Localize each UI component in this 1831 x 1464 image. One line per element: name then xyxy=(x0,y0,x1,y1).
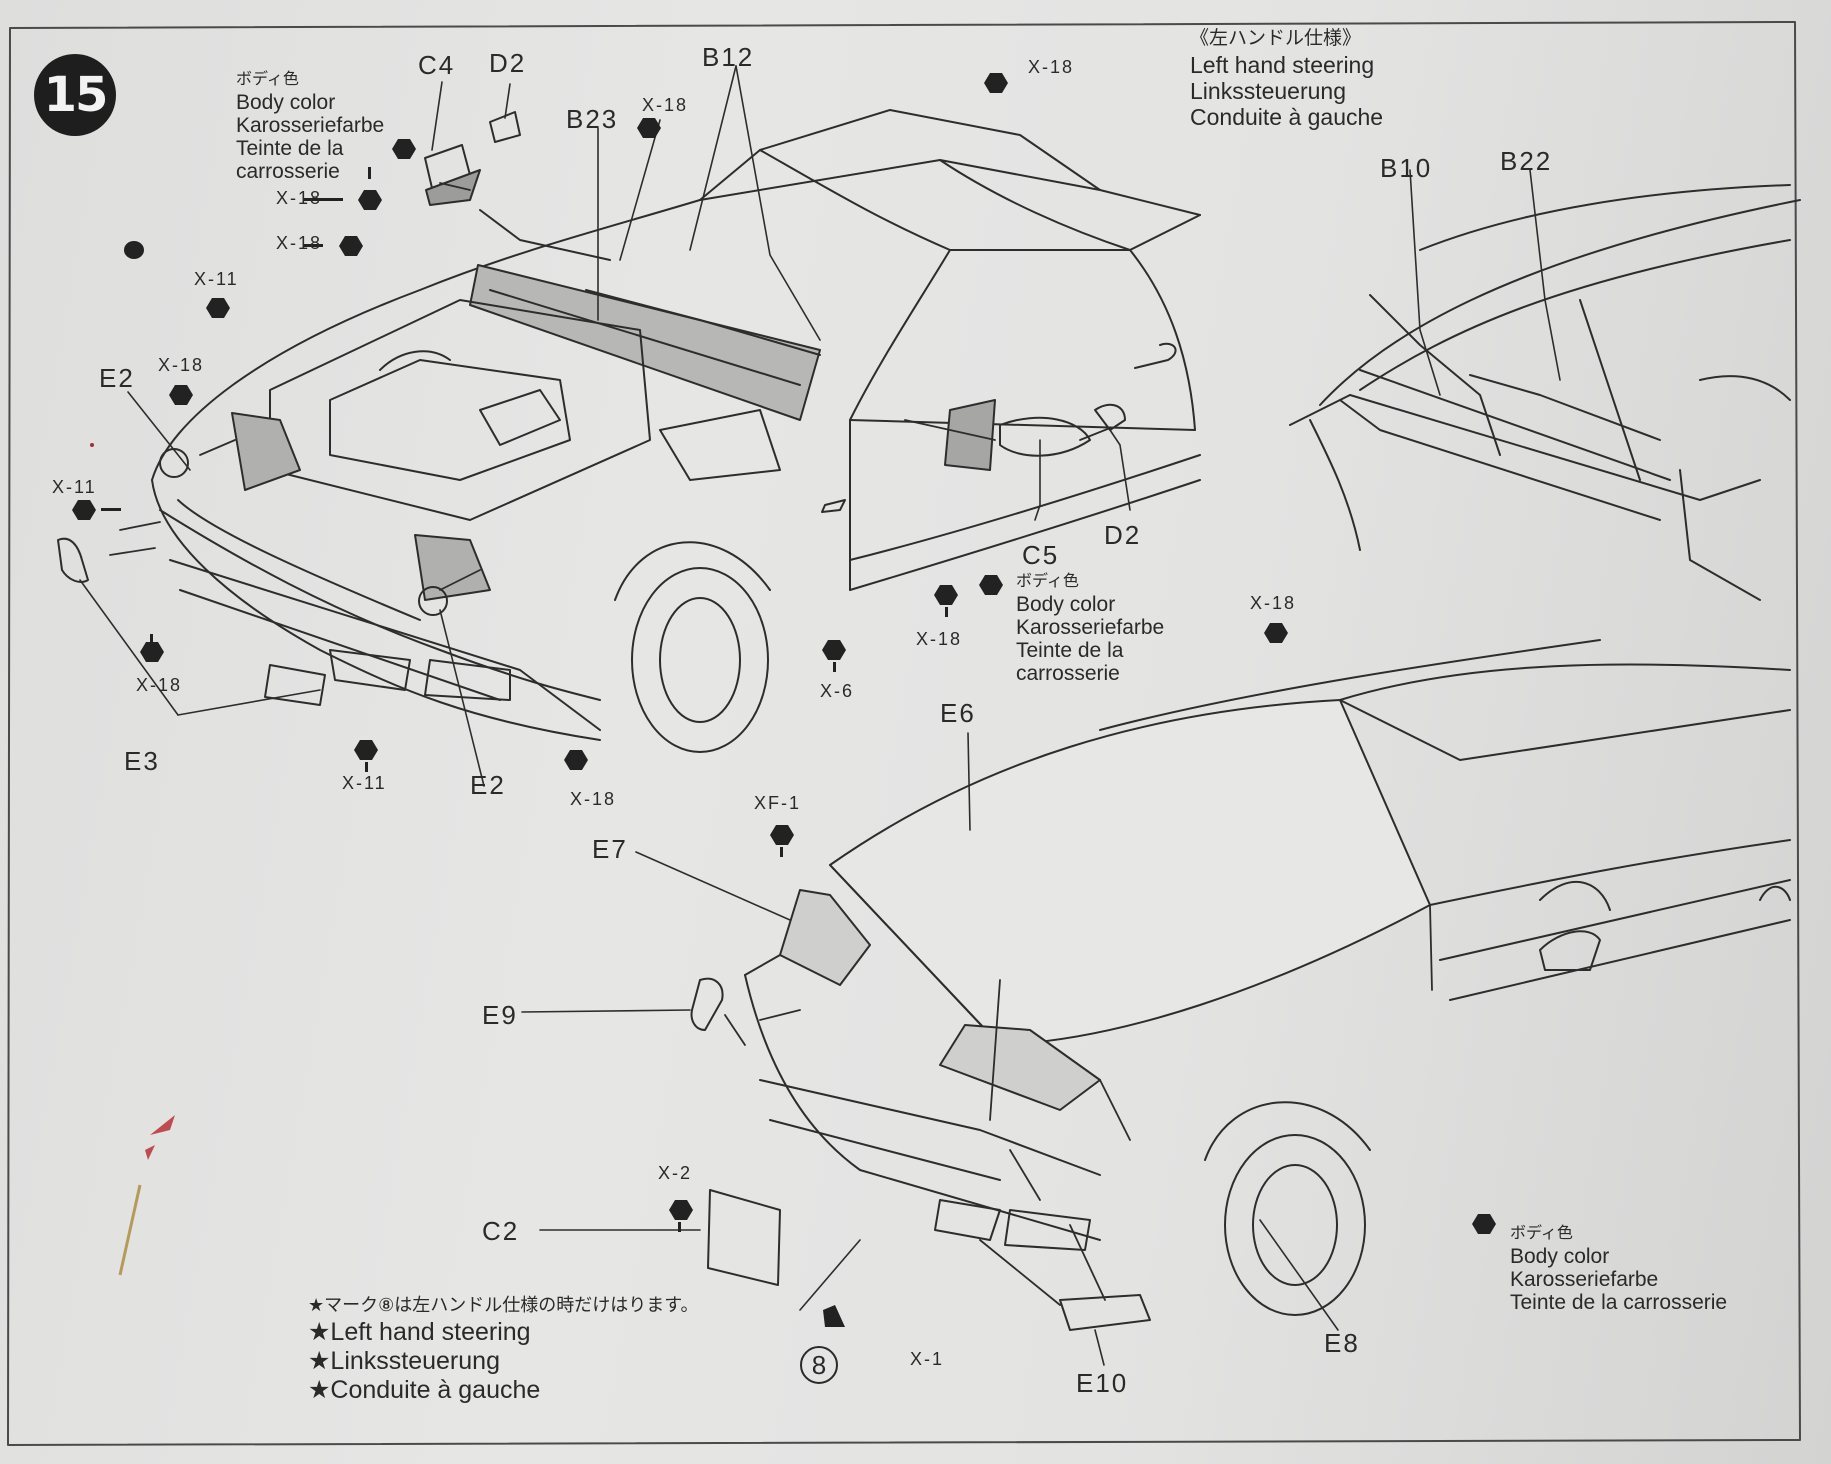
part-label-c2: C2 xyxy=(482,1216,520,1246)
part-label-e2-left: E2 xyxy=(99,363,135,393)
note-fr: Teinte de la carrosserie xyxy=(1510,1291,1728,1314)
screw-label-x11-side: X-11 xyxy=(52,477,97,497)
lhd-heading: 《左ハンドル仕様》 Left hand steering Linkssteuer… xyxy=(1190,26,1383,130)
part-label-e3: E3 xyxy=(124,746,160,776)
screw-label-x18-hood-left: X-18 xyxy=(276,233,323,253)
screw-label-x18-mirror: X-18 xyxy=(916,629,963,649)
note-jp: ボディ色 xyxy=(1016,573,1079,590)
part-label-e8: E8 xyxy=(1324,1328,1360,1358)
note-en: Body color xyxy=(1510,1245,1610,1268)
screw-label-x6: X-6 xyxy=(820,681,855,701)
note-jp: ボディ色 xyxy=(236,71,299,88)
screw-label-x18-roof: X-18 xyxy=(1028,57,1075,77)
footnote: ★マーク⑧は左ハンドル仕様の時だけはります。 ★Left hand steeri… xyxy=(308,1292,698,1405)
note-fr-2: carrosserie xyxy=(1016,662,1120,685)
part-label-d2-mirror: D2 xyxy=(1104,520,1142,550)
part-label-c4: C4 xyxy=(418,50,456,80)
part-label-b23: B23 xyxy=(566,104,619,134)
lhd-fr: Conduite à gauche xyxy=(1190,104,1384,130)
screw-label-x18-bottom: X-18 xyxy=(570,789,617,809)
lhd-jp: 《左ハンドル仕様》 xyxy=(1190,28,1362,49)
body-color-note-bottom: ボディ色 Body color Karosseriefarbe Teinte d… xyxy=(1510,1222,1727,1314)
part-label-e2-right: E2 xyxy=(470,770,506,800)
screw-label-x2: X-2 xyxy=(658,1163,693,1183)
screw-label-x18-wiper: X-18 xyxy=(642,95,689,115)
note-fr-1: Teinte de la xyxy=(236,137,344,160)
note-de: Karosseriefarbe xyxy=(1016,616,1165,639)
screw-label-xf1: XF-1 xyxy=(754,793,802,813)
car-open-hood xyxy=(57,109,1201,753)
footnote-en: ★Left hand steering xyxy=(308,1318,531,1346)
part-label-e10: E10 xyxy=(1076,1368,1129,1398)
note-de: Karosseriefarbe xyxy=(1510,1268,1659,1291)
part-label-b10: B10 xyxy=(1380,153,1433,183)
mark-8-decal: 8 xyxy=(800,1346,838,1384)
lhd-en: Left hand steering xyxy=(1190,52,1375,78)
footnote-jp: ★マーク⑧は左ハンドル仕様の時だけはります。 xyxy=(308,1295,699,1315)
part-label-c5: C5 xyxy=(1022,540,1060,570)
part-label-b22: B22 xyxy=(1500,146,1553,176)
note-fr-1: Teinte de la xyxy=(1016,639,1124,662)
body-color-note: ボディ色 Body color Karosseriefarbe Teinte d… xyxy=(236,68,384,183)
footnote-fr: ★Conduite à gauche xyxy=(308,1376,541,1404)
screw-label-x11-bottom: X-11 xyxy=(342,773,387,793)
lhd-de: Linkssteuerung xyxy=(1190,78,1346,104)
screw-label-x1: X-1 xyxy=(910,1349,945,1369)
screw-label-x18-bumper: X-18 xyxy=(136,675,183,695)
ink-dot xyxy=(124,241,144,259)
car-closed-hood xyxy=(690,639,1791,1331)
screw-label-x18-hood: X-18 xyxy=(1250,593,1297,613)
note-fr-2: carrosserie xyxy=(236,160,340,183)
note-de: Karosseriefarbe xyxy=(236,114,385,137)
lhd-cowl-detail xyxy=(1289,184,1801,601)
part-label-e7: E7 xyxy=(592,834,628,864)
screw-label-x18-e2: X-18 xyxy=(158,355,205,375)
body-color-note-mirror: ボディ色 Body color Karosseriefarbe Teinte d… xyxy=(1016,570,1164,685)
leader-lines xyxy=(79,65,1561,1366)
note-jp: ボディ色 xyxy=(1510,1225,1573,1242)
part-label-b12: B12 xyxy=(702,42,755,72)
screw-label-x11-top: X-11 xyxy=(194,269,239,289)
screw-label-x18-c4: X-18 xyxy=(276,188,323,208)
part-label-e6: E6 xyxy=(940,698,976,728)
screw-glyphs xyxy=(72,73,1496,1327)
note-en: Body color xyxy=(236,91,336,114)
assembly-arrows xyxy=(109,182,1433,1306)
part-label-d2-top: D2 xyxy=(489,48,527,78)
part-label-e9: E9 xyxy=(482,1000,518,1030)
step-number-badge: 15 xyxy=(34,54,116,136)
note-en: Body color xyxy=(1016,593,1116,616)
footnote-de: ★Linkssteuerung xyxy=(308,1347,500,1375)
